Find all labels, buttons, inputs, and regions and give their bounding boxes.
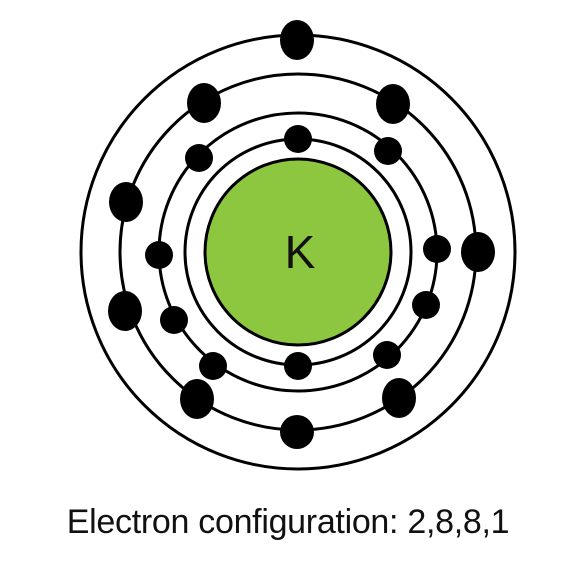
electron-shell2-8 — [185, 144, 213, 172]
electron-shell1-1 — [284, 125, 312, 153]
electron-shell4-1 — [461, 232, 495, 272]
electron-shell3-4 — [180, 379, 214, 419]
electron-configuration-caption: Electron configuration: 2,8,8,1 — [66, 503, 510, 541]
electron-shell2-7 — [145, 241, 173, 269]
electron-shell3-1 — [376, 84, 410, 124]
electron-shell3-8 — [280, 20, 314, 60]
electron-shell2-5 — [199, 352, 227, 380]
nucleus — [203, 157, 393, 347]
electron-shell3-7 — [187, 83, 221, 123]
electron-shell3-3 — [280, 415, 314, 449]
element-symbol: K — [285, 226, 316, 278]
electron-shell2-4 — [373, 341, 401, 369]
electron-shell3-6 — [109, 182, 143, 222]
electron-shell2-6 — [160, 306, 188, 334]
electron-shell2-3 — [412, 291, 440, 319]
electron-shell2-2 — [423, 235, 451, 263]
electron-shell3-2 — [382, 378, 416, 418]
electron-shell1-2 — [284, 352, 312, 380]
electron-shell3-5 — [108, 291, 142, 331]
electron-shell2-1 — [374, 137, 402, 165]
